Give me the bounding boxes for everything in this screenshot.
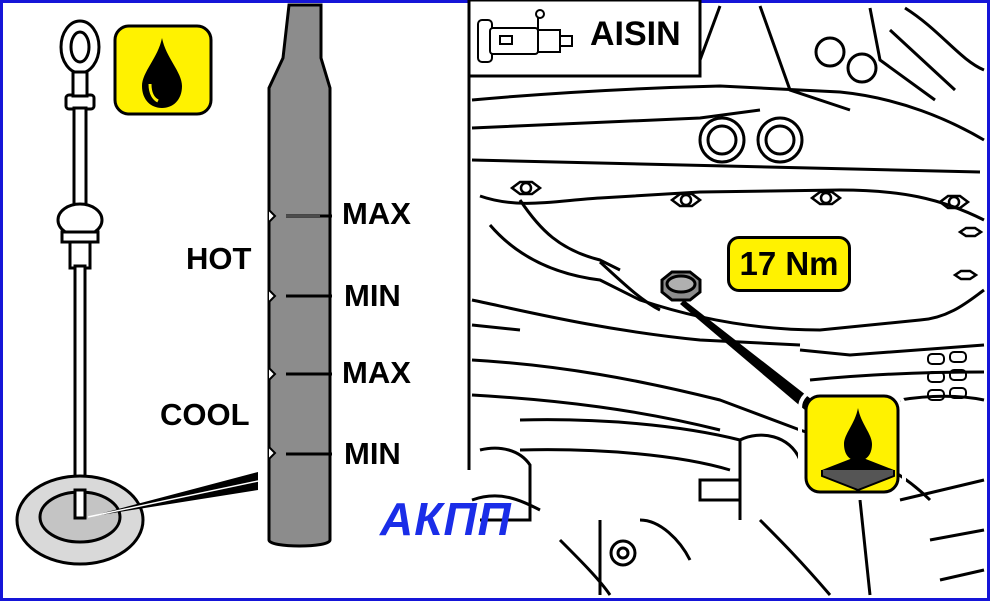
hot-label: HOT [186,241,252,276]
zoom-pointer [88,472,258,517]
dipstick-overview [15,19,145,566]
dipstick-blade [267,3,332,548]
cool-max-mark: MAX [342,355,411,390]
drain-leader [680,300,820,416]
hot-min-mark: MIN [344,278,401,313]
drain-plug-bolt [660,270,702,302]
diagram-title: АКПП [380,493,512,545]
oil-drain-plug-icon [798,388,906,500]
brand-label-box [467,0,702,78]
transmission-icon [477,9,573,63]
cool-label: COOL [160,397,250,432]
transmission-illustration [471,5,985,596]
oil-drop-icon [106,17,220,123]
cool-min-mark: MIN [344,436,401,471]
brand-label: AISIN [590,15,681,53]
hot-max-mark: MAX [342,196,411,231]
torque-badge: 17 Nm [727,236,851,292]
